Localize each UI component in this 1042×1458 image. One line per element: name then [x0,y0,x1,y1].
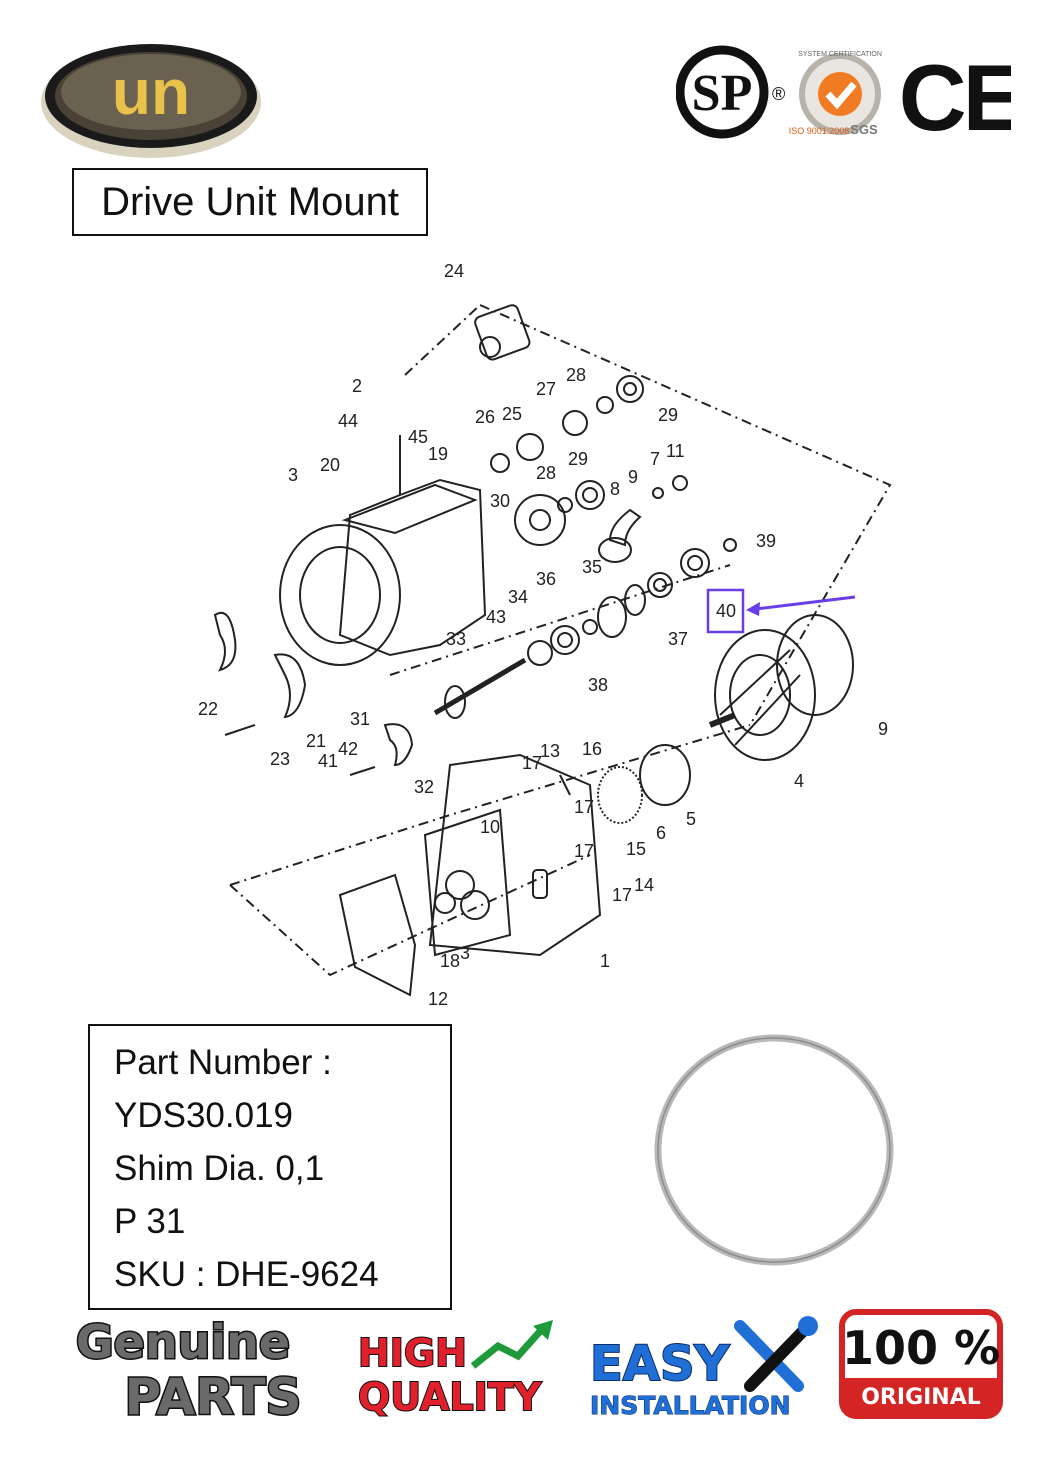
callout-label-3: 3 [288,465,298,485]
callout-label-6: 6 [656,823,666,843]
callout-label-5: 5 [686,809,696,829]
callout-label-1: 1 [600,951,610,971]
callout-label-25: 25 [502,404,522,424]
callout-label-12: 12 [428,989,448,1009]
callout-label-36: 36 [536,569,556,589]
part-number-value: YDS30.019 [114,1096,294,1135]
svg-text:Genuine: Genuine [76,1315,290,1369]
certification-logos: SP ® SYSTEM CERTIFICATION ISO 9001:2008 … [676,45,1011,142]
tools-icon [734,1316,818,1392]
callout-label-17: 17 [522,753,542,773]
brand-logo: un [41,44,261,158]
original-badge: 100 % ORIGINAL [839,1309,1003,1419]
callout-label-38: 38 [588,675,608,695]
bottom-housing [423,753,602,957]
svg-text:ISO 9001:2008: ISO 9001:2008 [789,126,850,136]
part-number-label: Part Number : [114,1043,332,1082]
callout-label-40: 40 [716,601,736,621]
part-9-gasket [776,614,854,716]
svg-text:®: ® [772,84,785,104]
callout-label-23: 23 [270,749,290,769]
highlight-arrow [755,595,856,611]
callout-label-7: 7 [650,449,660,469]
product-photo-shim-ring [654,1034,894,1266]
callout-label-41: 41 [318,751,338,771]
high-quality-badge: HIGH QUALITY [357,1320,553,1420]
callout-label-13: 13 [540,741,560,761]
callout-label-9: 9 [628,467,638,487]
svg-text:100 %: 100 % [842,1321,1000,1375]
callout-label-21: 21 [306,731,326,751]
callout-label-28: 28 [536,463,556,483]
svg-text:EASY: EASY [590,1336,731,1392]
genuine-parts-badge: Genuine PARTS [74,1314,303,1428]
part-page: P 31 [114,1202,186,1241]
callout-label-24: 24 [444,261,464,281]
callout-label-3: 3 [460,943,470,963]
csa-logo: SP ® [676,45,785,139]
callout-label-18: 18 [440,951,460,971]
svg-text:INSTALLATION: INSTALLATION [590,1391,791,1420]
svg-text:SP: SP [692,65,753,122]
callout-label-33: 33 [446,629,466,649]
callout-label-8: 8 [610,479,620,499]
callout-label-9: 9 [878,719,888,739]
callout-label-10: 10 [480,817,500,837]
callout-label-17: 17 [574,797,594,817]
callout-label-16: 16 [582,739,602,759]
callout-label-17: 17 [574,841,594,861]
callout-label-27: 27 [536,379,556,399]
part-description: Shim Dia. 0,1 [114,1149,325,1188]
ce-logo: CE [899,45,1011,142]
callout-label-34: 34 [508,587,528,607]
svg-text:SYSTEM CERTIFICATION: SYSTEM CERTIFICATION [798,51,882,58]
callout-label-45: 45 [408,427,428,447]
callout-label-39: 39 [756,531,776,551]
svg-text:ORIGINAL: ORIGINAL [861,1385,981,1410]
callout-label-31: 31 [350,709,370,729]
callout-label-30: 30 [490,491,510,511]
callout-label-4: 4 [794,771,804,791]
callout-label-19: 19 [428,444,448,464]
svg-text:HIGH: HIGH [358,1331,467,1375]
part-24-motor [474,304,531,361]
easy-installation-badge: EASY INSTALLATION [589,1316,818,1421]
brand-logo-text: un [112,56,190,128]
callout-label-26: 26 [475,407,495,427]
callout-label-42: 42 [338,739,358,759]
callout-label-15: 15 [626,839,646,859]
part-4-cover [708,629,816,761]
callout-label-44: 44 [338,411,358,431]
callout-label-43: 43 [486,607,506,627]
callout-label-37: 37 [668,629,688,649]
svg-text:QUALITY: QUALITY [358,1375,542,1419]
callout-label-22: 22 [198,699,218,719]
iso-sgs-logo: SYSTEM CERTIFICATION ISO 9001:2008 SGS [789,51,882,137]
part-sku: SKU : DHE-9624 [114,1255,379,1294]
highlight-box-part-40 [706,588,745,634]
feature-badges: Genuine PARTS HIGH QUALITY EASY INSTALLA… [74,1309,1003,1428]
callout-label-28: 28 [566,365,586,385]
callout-label-14: 14 [634,875,654,895]
drive-housing [279,435,487,666]
callout-label-20: 20 [320,455,340,475]
growth-arrow-icon [470,1325,546,1369]
part-clamp-right [273,653,307,719]
part-info-box: Part Number : YDS30.019 Shim Dia. 0,1 P … [88,1024,452,1310]
part-12-gasket [338,873,417,997]
svg-text:SGS: SGS [850,122,878,137]
callout-label-17: 17 [612,885,632,905]
callout-label-35: 35 [582,557,602,577]
callout-label-32: 32 [414,777,434,797]
part-clamp-left [213,611,237,672]
callout-label-11: 11 [666,441,685,461]
callout-label-29: 29 [658,405,678,425]
callout-label-2: 2 [352,376,362,396]
page-title: Drive Unit Mount [72,168,428,236]
svg-text:PARTS: PARTS [124,1368,301,1426]
callout-label-29: 29 [568,449,588,469]
